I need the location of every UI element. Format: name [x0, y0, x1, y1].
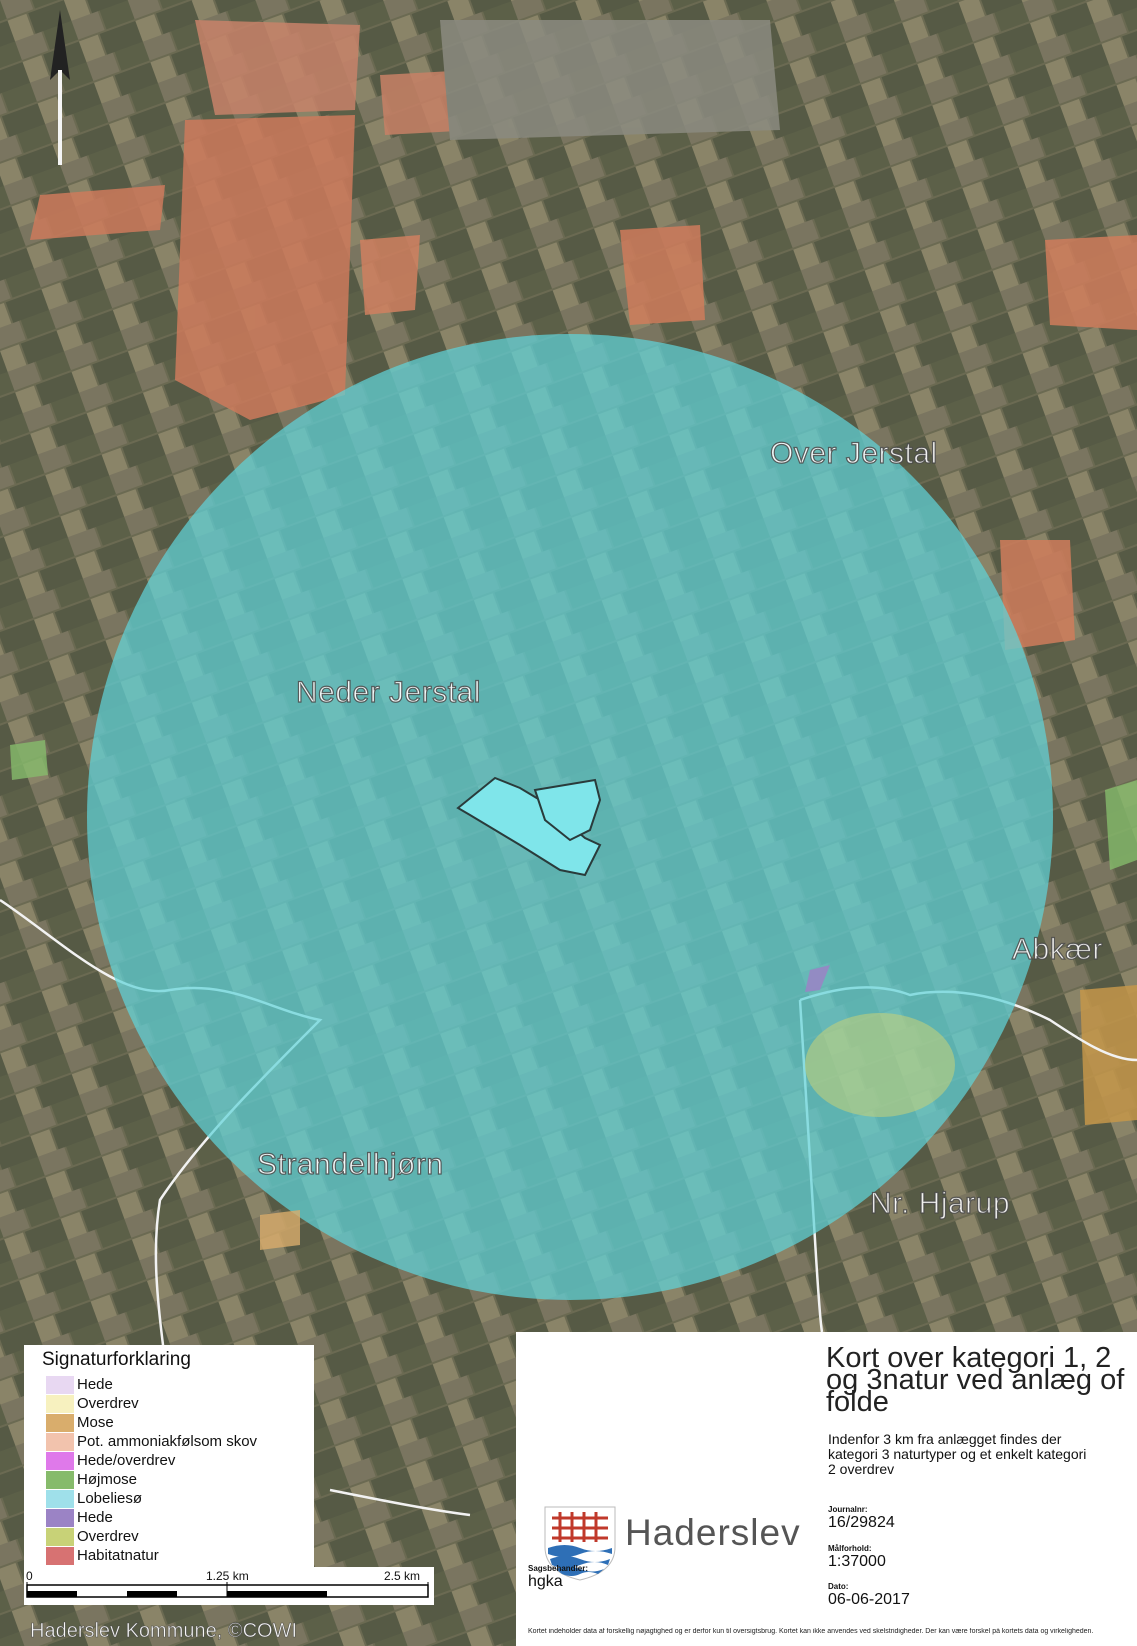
- legend-swatch: [46, 1489, 74, 1508]
- legend-item: Overdrev: [46, 1527, 257, 1546]
- journal-block: Journalnr: 16/29824: [828, 1505, 895, 1532]
- legend-label: Overdrev: [77, 1528, 139, 1545]
- legend-label: Lobeliesø: [77, 1490, 143, 1507]
- scale-ratio-value: 1:37000: [828, 1553, 886, 1570]
- legend-item: Hede: [46, 1508, 257, 1527]
- place-label: Abkær: [1011, 932, 1103, 966]
- journal-label: Journalnr:: [828, 1505, 868, 1514]
- info-panel: Kort over kategori 1, 2 og 3natur ved an…: [516, 1332, 1137, 1646]
- haderslev-crest-icon: [544, 1506, 616, 1581]
- legend-label: Hede: [77, 1376, 113, 1393]
- date-label: Dato:: [828, 1582, 849, 1591]
- place-label: Nr. Hjarup: [869, 1186, 1011, 1220]
- legend-title: Signaturforklaring: [42, 1349, 191, 1370]
- scale-label-0: 0: [26, 1569, 33, 1583]
- legend-item: Overdrev: [46, 1394, 257, 1413]
- place-label: Strandelhjørn: [256, 1147, 444, 1181]
- journal-value: 16/29824: [828, 1514, 895, 1531]
- caseworker-value: hgka: [528, 1573, 563, 1590]
- mose-polygon[interactable]: [260, 1210, 300, 1250]
- cropland-patches: [30, 20, 1137, 1125]
- scale-block: Målforhold: 1:37000: [828, 1544, 886, 1571]
- installation-site-pasture[interactable]: [533, 778, 602, 842]
- legend-label: Højmose: [77, 1471, 138, 1488]
- installation-site[interactable]: [456, 776, 602, 877]
- legend-swatch: [46, 1470, 74, 1489]
- map-title: Kort over kategori 1, 2 og 3natur ved an…: [826, 1342, 1125, 1418]
- overdrev-polygon[interactable]: [805, 1013, 955, 1117]
- legend-swatch: [46, 1451, 74, 1470]
- map-description: Indenfor 3 km fra anlægget findes der ka…: [828, 1431, 1087, 1477]
- legend-label: Overdrev: [77, 1395, 139, 1412]
- legend-item: Habitatnatur: [46, 1546, 257, 1565]
- legend-swatch: [46, 1413, 74, 1432]
- logo-wordmark: Haderslev: [625, 1512, 801, 1553]
- date-value: 06-06-2017: [828, 1591, 910, 1608]
- legend-label: Mose: [77, 1414, 114, 1431]
- legend-item: Lobeliesø: [46, 1489, 257, 1508]
- scale-label-mid: 1.25 km: [206, 1569, 249, 1583]
- legend-label: Pot. ammoniakfølsom skov: [77, 1433, 258, 1450]
- legend-swatch: [46, 1508, 74, 1527]
- place-label: Neder Jerstal: [295, 675, 481, 709]
- north-arrow-icon: [50, 10, 70, 165]
- haderslev-logo: Haderslev: [540, 1502, 800, 1582]
- legend-item: Højmose: [46, 1470, 257, 1489]
- legend-swatch: [46, 1375, 74, 1394]
- caseworker-label: Sagsbehandler:: [528, 1564, 589, 1573]
- place-label: Over Jerstal: [769, 436, 938, 470]
- legend-swatch: [46, 1546, 74, 1565]
- legend-label: Hede: [77, 1509, 113, 1526]
- legend-swatch: [46, 1394, 74, 1413]
- legend-label: Hede/overdrev: [77, 1452, 176, 1469]
- hojmose-polygon-west[interactable]: [10, 740, 48, 780]
- date-block: Dato: 06-06-2017: [828, 1582, 910, 1609]
- disclaimer: Kortet indeholder data af forskellig nøj…: [528, 1628, 1094, 1635]
- legend-label: Habitatnatur: [77, 1547, 159, 1564]
- legend-item: Mose: [46, 1413, 257, 1432]
- scale-bar-graphic: [26, 1582, 429, 1598]
- scale-bar: 0 1.25 km 2.5 km: [24, 1567, 434, 1605]
- map-credit: Haderslev Kommune, ©COWI: [30, 1620, 298, 1643]
- scale-label-end: 2.5 km: [384, 1569, 421, 1583]
- hojmose-polygon[interactable]: [1105, 780, 1137, 870]
- hede-polygon[interactable]: [805, 965, 830, 992]
- legend-item: Pot. ammoniakfølsom skov: [46, 1432, 257, 1451]
- caseworker-block: Sagsbehandler: hgka: [528, 1564, 588, 1591]
- legend-item: Hede: [46, 1375, 257, 1394]
- scale-ratio-label: Målforhold:: [828, 1544, 872, 1553]
- legend-swatch: [46, 1432, 74, 1451]
- legend-item: Hede/overdrev: [46, 1451, 257, 1470]
- legend-swatch: [46, 1527, 74, 1546]
